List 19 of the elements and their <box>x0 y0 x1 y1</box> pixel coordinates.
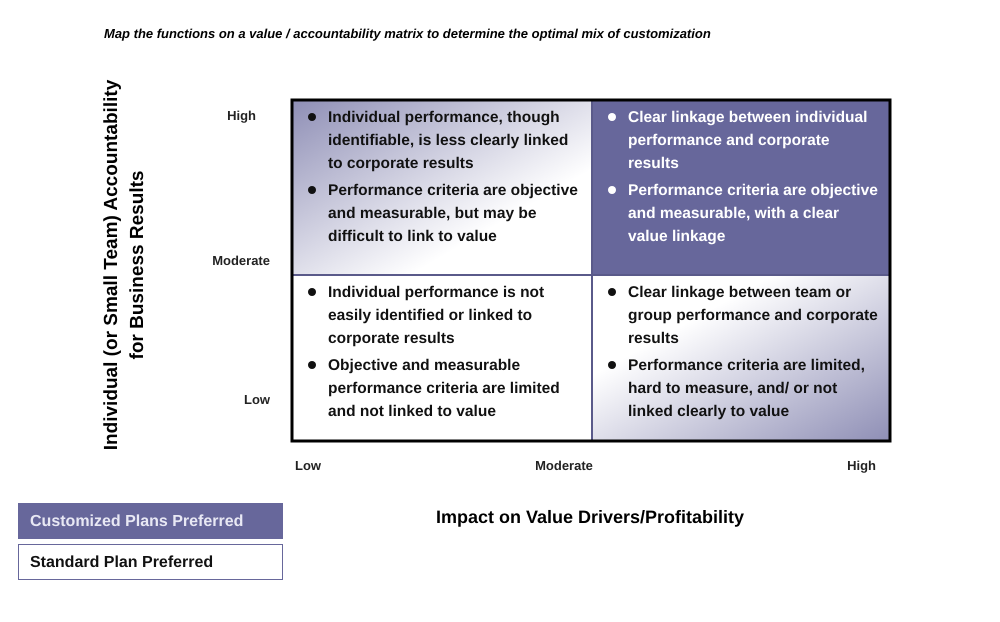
legend-item: Customized Plans Preferred <box>18 503 283 539</box>
axis-title: Impact on Value Drivers/Profitability <box>436 507 744 528</box>
bullet-text: Clear linkage between individual performance and corporate results <box>628 109 868 172</box>
legend-item: Standard Plan Preferred <box>18 544 283 580</box>
axis-tick-label: Low <box>295 458 321 473</box>
bullet-text: Individual performance, though identifiable, is less clearly linked to corporate results <box>328 109 568 172</box>
axis-tick-label: Moderate <box>535 458 593 473</box>
axis-tick-label: Low <box>244 392 270 407</box>
bullet-text: Performance criteria are objective and measurable, with a clear value linkage <box>628 182 878 245</box>
axis-tick-label: High <box>227 108 256 123</box>
bullet-text: Individual performance is not easily identified or linked to corporate results <box>328 284 544 347</box>
axis-tick-label: High <box>847 458 876 473</box>
axis-tick-label: Moderate <box>212 253 270 268</box>
bullet-text: Performance criteria are limited, hard to measure, and/ or not linked clearly to value <box>628 357 865 420</box>
axis-title: Individual (or Small Team) Accountability for Business Results <box>100 78 149 452</box>
title: Map the functions on a value / accountability matrix to determine the optimal mix of customization <box>104 26 711 41</box>
bullet-text: Objective and measurable performance criteria are limited and not linked to value <box>328 357 560 420</box>
bullet-text: Performance criteria are objective and measurable, but may be difficult to link to value <box>328 182 578 245</box>
bullet-text: Clear linkage between team or group performance and corporate results <box>628 284 878 347</box>
